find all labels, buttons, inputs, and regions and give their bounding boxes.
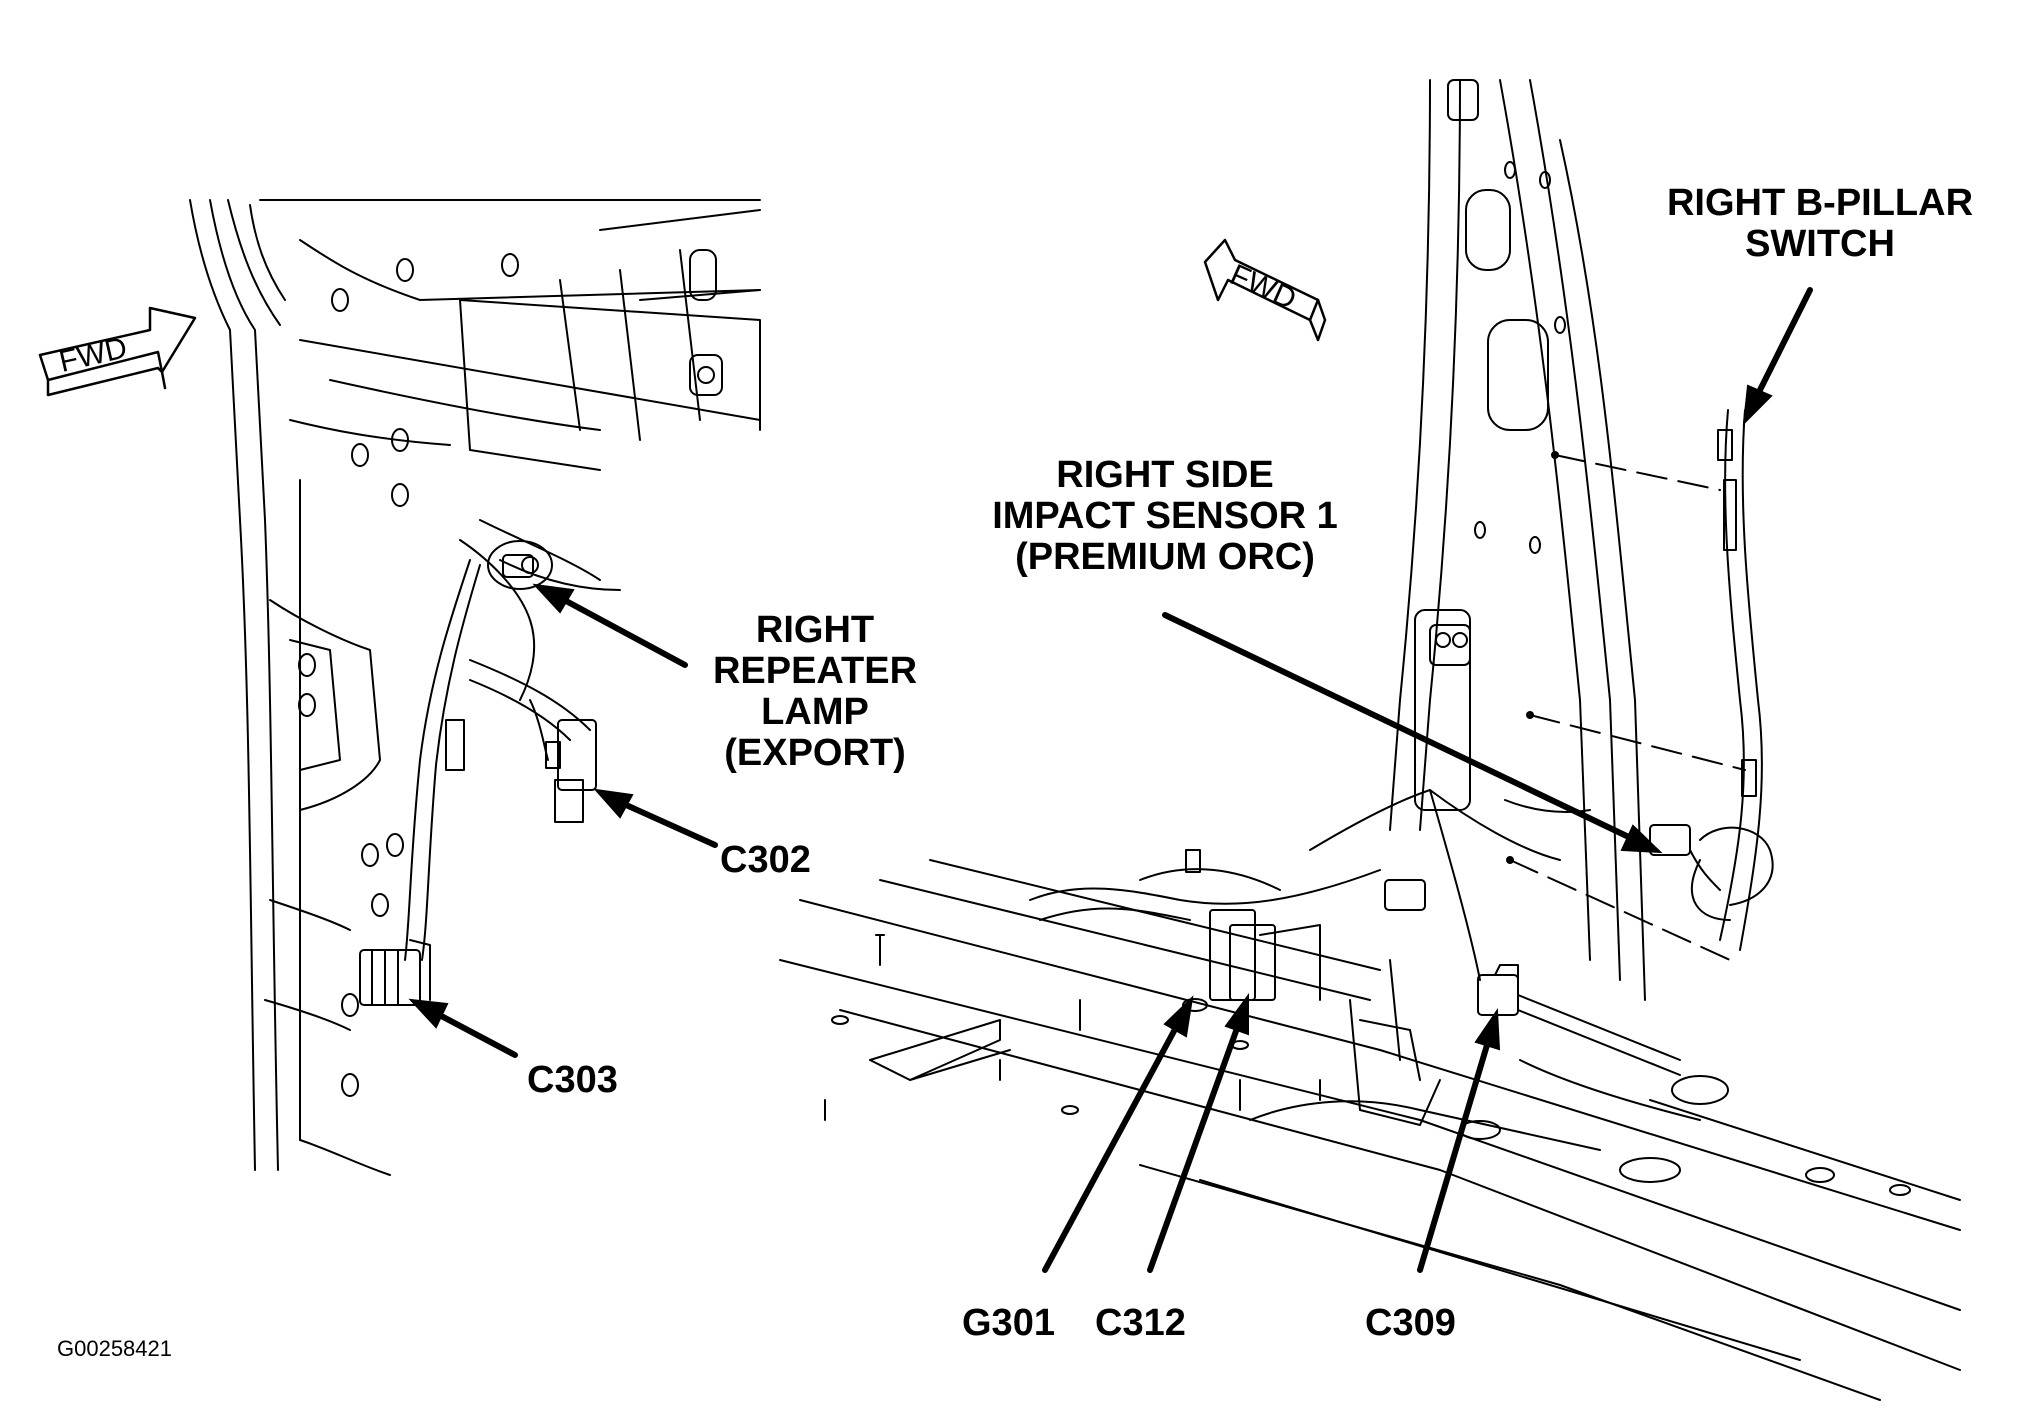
arrow-c302 (612, 797, 718, 848)
label-impact-sensor-line2: IMPACT SENSOR 1 (992, 495, 1338, 538)
label-c312: C312 (1095, 1302, 1186, 1344)
fwd-arrow-left (38, 306, 197, 397)
label-right-repeater-lamp: RIGHT REPEATER LAMP (EXPORT) (700, 609, 930, 775)
callout-arrows (408, 287, 1813, 1273)
arrow-c309 (1417, 1032, 1493, 1273)
arrow-c303 (427, 1007, 518, 1058)
label-right-repeater-lamp-line4: (EXPORT) (724, 732, 906, 775)
label-c302: C302 (720, 839, 811, 881)
label-b-pillar-line1: RIGHT B-PILLAR (1666, 182, 1974, 224)
label-right-repeater-lamp-line2: REPEATER (712, 650, 918, 693)
label-right-repeater-lamp-line3: LAMP (761, 691, 869, 734)
label-right-b-pillar-switch: RIGHT B-PILLAR SWITCH (1650, 182, 1990, 266)
figure-code: G00258421 (57, 1336, 172, 1361)
label-right-repeater-lamp-line1: RIGHT (755, 609, 875, 651)
left-body-panel (189, 199, 761, 1176)
label-impact-sensor-line3: (PREMIUM ORC) (1015, 536, 1315, 579)
arrow-c312 (1147, 1017, 1243, 1273)
fwd-text-right: FWD (1225, 258, 1301, 316)
right-body-panel (779, 79, 1961, 1401)
arrow-right-side-impact-sensor (1162, 612, 1638, 843)
arrow-right-repeater-lamp (552, 592, 688, 668)
label-g301: G301 (962, 1302, 1055, 1344)
arrow-g301 (1042, 1017, 1183, 1273)
fwd-arrow-right (1203, 238, 1327, 342)
label-b-pillar-line2: SWITCH (1745, 223, 1895, 266)
label-c309: C309 (1365, 1302, 1456, 1344)
label-c303: C303 (527, 1059, 618, 1101)
fwd-text-left: FWD (56, 331, 130, 379)
arrow-right-b-pillar-switch (1752, 287, 1813, 403)
label-right-side-impact-sensor: RIGHT SIDE IMPACT SENSOR 1 (PREMIUM ORC) (955, 454, 1375, 579)
label-impact-sensor-line1: RIGHT SIDE (1056, 454, 1274, 496)
